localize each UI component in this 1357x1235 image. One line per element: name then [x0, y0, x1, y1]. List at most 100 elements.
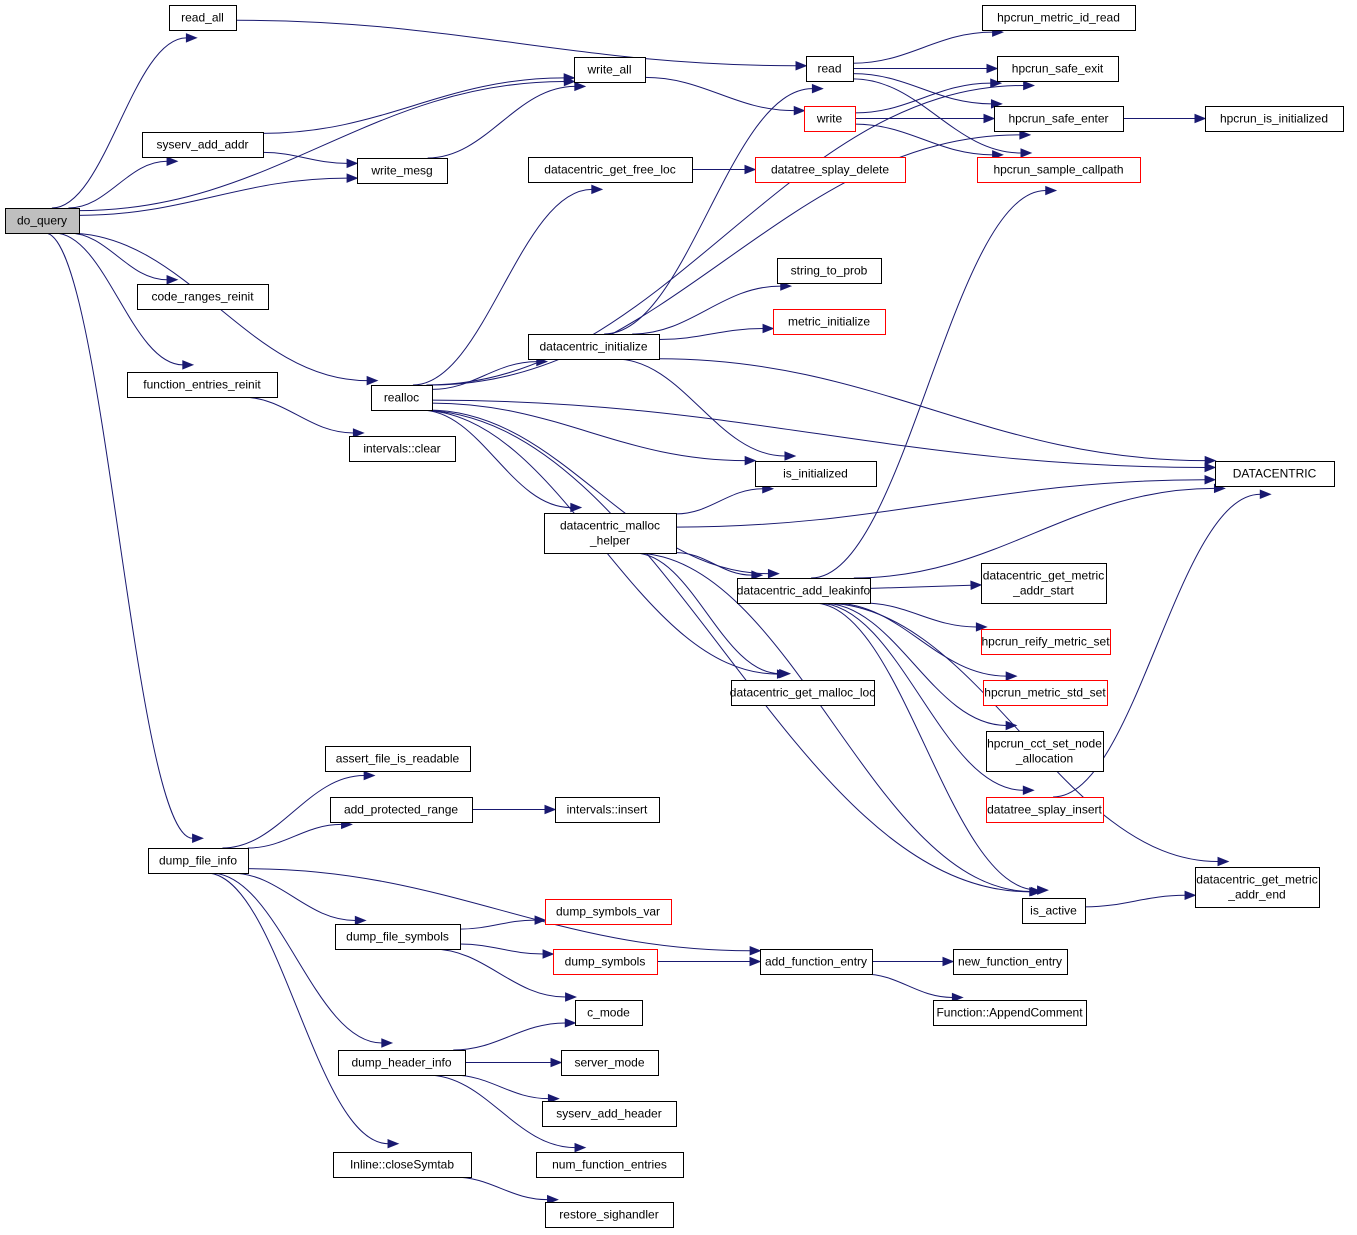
node-box[interactable] [349, 436, 456, 462]
node-box[interactable] [1215, 461, 1335, 487]
node-datacentric-get-free-loc[interactable]: datacentric_get_free_loc [528, 157, 693, 183]
node-function-appendcomment[interactable]: Function::AppendComment [933, 1000, 1087, 1026]
node-box[interactable] [983, 680, 1108, 706]
node-server-mode[interactable]: server_mode [561, 1050, 659, 1076]
node-box[interactable] [555, 797, 660, 823]
node-hpcrun-metric-id-read[interactable]: hpcrun_metric_id_read [982, 5, 1136, 31]
node-box[interactable] [169, 5, 237, 31]
node-box[interactable] [574, 57, 646, 83]
node-c-mode[interactable]: c_mode [575, 1000, 643, 1026]
node-function-entries-reinit[interactable]: function_entries_reinit [127, 372, 278, 398]
node-box[interactable] [544, 513, 677, 554]
node-string-to-prob[interactable]: string_to_prob [777, 258, 882, 284]
node-write-mesg[interactable]: write_mesg [357, 158, 448, 184]
node-datacentric-add-leakinfo[interactable]: datacentric_add_leakinfo [737, 578, 871, 604]
node-read-all[interactable]: read_all [169, 5, 237, 31]
node-box[interactable] [994, 106, 1124, 132]
node-datatree-splay-delete[interactable]: datatree_splay_delete [755, 157, 906, 183]
node-box[interactable] [737, 578, 871, 604]
node-is-active[interactable]: is_active [1022, 898, 1086, 924]
node-datatree-splay-insert[interactable]: datatree_splay_insert [986, 797, 1104, 823]
node-box[interactable] [536, 1152, 684, 1178]
node-metric-initialize[interactable]: metric_initialize [773, 309, 886, 335]
node-box[interactable] [806, 56, 854, 82]
node-box[interactable] [1022, 898, 1086, 924]
node-box[interactable] [755, 461, 877, 487]
node-box[interactable] [986, 731, 1104, 772]
node-add-function-entry[interactable]: add_function_entry [760, 949, 873, 975]
node-box[interactable] [330, 797, 473, 823]
node-new-function-entry[interactable]: new_function_entry [953, 949, 1068, 975]
node-box[interactable] [933, 1000, 1087, 1026]
node-hpcrun-is-initialized[interactable]: hpcrun_is_initialized [1205, 106, 1344, 132]
node-datacentric-get-malloc-loc[interactable]: datacentric_get_malloc_loc [730, 680, 875, 706]
node-box[interactable] [760, 949, 873, 975]
node-box[interactable] [804, 106, 856, 132]
node-intervals-insert[interactable]: intervals::insert [555, 797, 660, 823]
node-dump-header-info[interactable]: dump_header_info [338, 1050, 466, 1076]
node-syserv-add-header[interactable]: syserv_add_header [542, 1101, 677, 1127]
node-datacentric-malloc-helper[interactable]: datacentric_malloc_helper [544, 513, 677, 554]
node-box[interactable] [542, 1101, 677, 1127]
node-datacentric[interactable]: DATACENTRIC [1215, 461, 1335, 487]
node-box[interactable] [953, 949, 1068, 975]
node-box[interactable] [325, 746, 471, 772]
node-box[interactable] [561, 1050, 659, 1076]
node-dump-file-info[interactable]: dump_file_info [148, 848, 249, 874]
node-box[interactable] [127, 372, 278, 398]
node-box[interactable] [553, 949, 658, 975]
node-box[interactable] [982, 5, 1136, 31]
node-code-ranges-reinit[interactable]: code_ranges_reinit [137, 284, 269, 310]
node-assert-file-is-readable[interactable]: assert_file_is_readable [325, 746, 471, 772]
node-box[interactable] [142, 132, 264, 158]
node-hpcrun-metric-std-set[interactable]: hpcrun_metric_std_set [983, 680, 1108, 706]
node-intervals-clear[interactable]: intervals::clear [349, 436, 456, 462]
node-box[interactable] [545, 1202, 674, 1228]
node-hpcrun-sample-callpath[interactable]: hpcrun_sample_callpath [977, 157, 1141, 183]
node-box[interactable] [981, 629, 1111, 655]
node-box[interactable] [137, 284, 269, 310]
node-box[interactable] [528, 334, 660, 360]
node-write-all[interactable]: write_all [574, 57, 646, 83]
node-datacentric-get-metric-addr-end[interactable]: datacentric_get_metric_addr_end [1195, 867, 1320, 908]
node-syserv-add-addr[interactable]: syserv_add_addr [142, 132, 264, 158]
node-box[interactable] [545, 899, 672, 925]
node-datacentric-initialize[interactable]: datacentric_initialize [528, 334, 660, 360]
node-box[interactable] [1205, 106, 1344, 132]
node-box[interactable] [773, 309, 886, 335]
node-num-function-entries[interactable]: num_function_entries [536, 1152, 684, 1178]
node-hpcrun-safe-enter[interactable]: hpcrun_safe_enter [994, 106, 1124, 132]
node-dump-symbols-var[interactable]: dump_symbols_var [545, 899, 672, 925]
node-hpcrun-reify-metric-set[interactable]: hpcrun_reify_metric_set [981, 629, 1111, 655]
node-datacentric-get-metric-addr-start[interactable]: datacentric_get_metric_addr_start [981, 563, 1107, 604]
node-restore-sighandler[interactable]: restore_sighandler [545, 1202, 674, 1228]
node-hpcrun-safe-exit[interactable]: hpcrun_safe_exit [997, 56, 1119, 82]
node-box[interactable] [338, 1050, 466, 1076]
node-read[interactable]: read [806, 56, 854, 82]
node-box[interactable] [986, 797, 1104, 823]
node-add-protected-range[interactable]: add_protected_range [330, 797, 473, 823]
node-dump-file-symbols[interactable]: dump_file_symbols [335, 924, 461, 950]
node-dump-symbols[interactable]: dump_symbols [553, 949, 658, 975]
node-realloc[interactable]: realloc [371, 385, 433, 411]
node-box[interactable] [5, 208, 80, 234]
node-box[interactable] [777, 258, 882, 284]
node-do-query[interactable]: do_query [5, 208, 80, 234]
node-box[interactable] [755, 157, 906, 183]
node-box[interactable] [981, 563, 1107, 604]
node-box[interactable] [357, 158, 448, 184]
node-box[interactable] [335, 924, 461, 950]
node-box[interactable] [997, 56, 1119, 82]
node-box[interactable] [731, 680, 875, 706]
node-box[interactable] [528, 157, 693, 183]
node-box[interactable] [1195, 867, 1320, 908]
node-box[interactable] [977, 157, 1141, 183]
node-inline-closesymtab[interactable]: Inline::closeSymtab [333, 1152, 472, 1178]
node-write[interactable]: write [804, 106, 856, 132]
node-hpcrun-cct-set-node-allocation[interactable]: hpcrun_cct_set_node_allocation [986, 731, 1104, 772]
node-box[interactable] [575, 1000, 643, 1026]
node-box[interactable] [148, 848, 249, 874]
node-box[interactable] [371, 385, 433, 411]
node-box[interactable] [333, 1152, 472, 1178]
node-is-initialized[interactable]: is_initialized [755, 461, 877, 487]
